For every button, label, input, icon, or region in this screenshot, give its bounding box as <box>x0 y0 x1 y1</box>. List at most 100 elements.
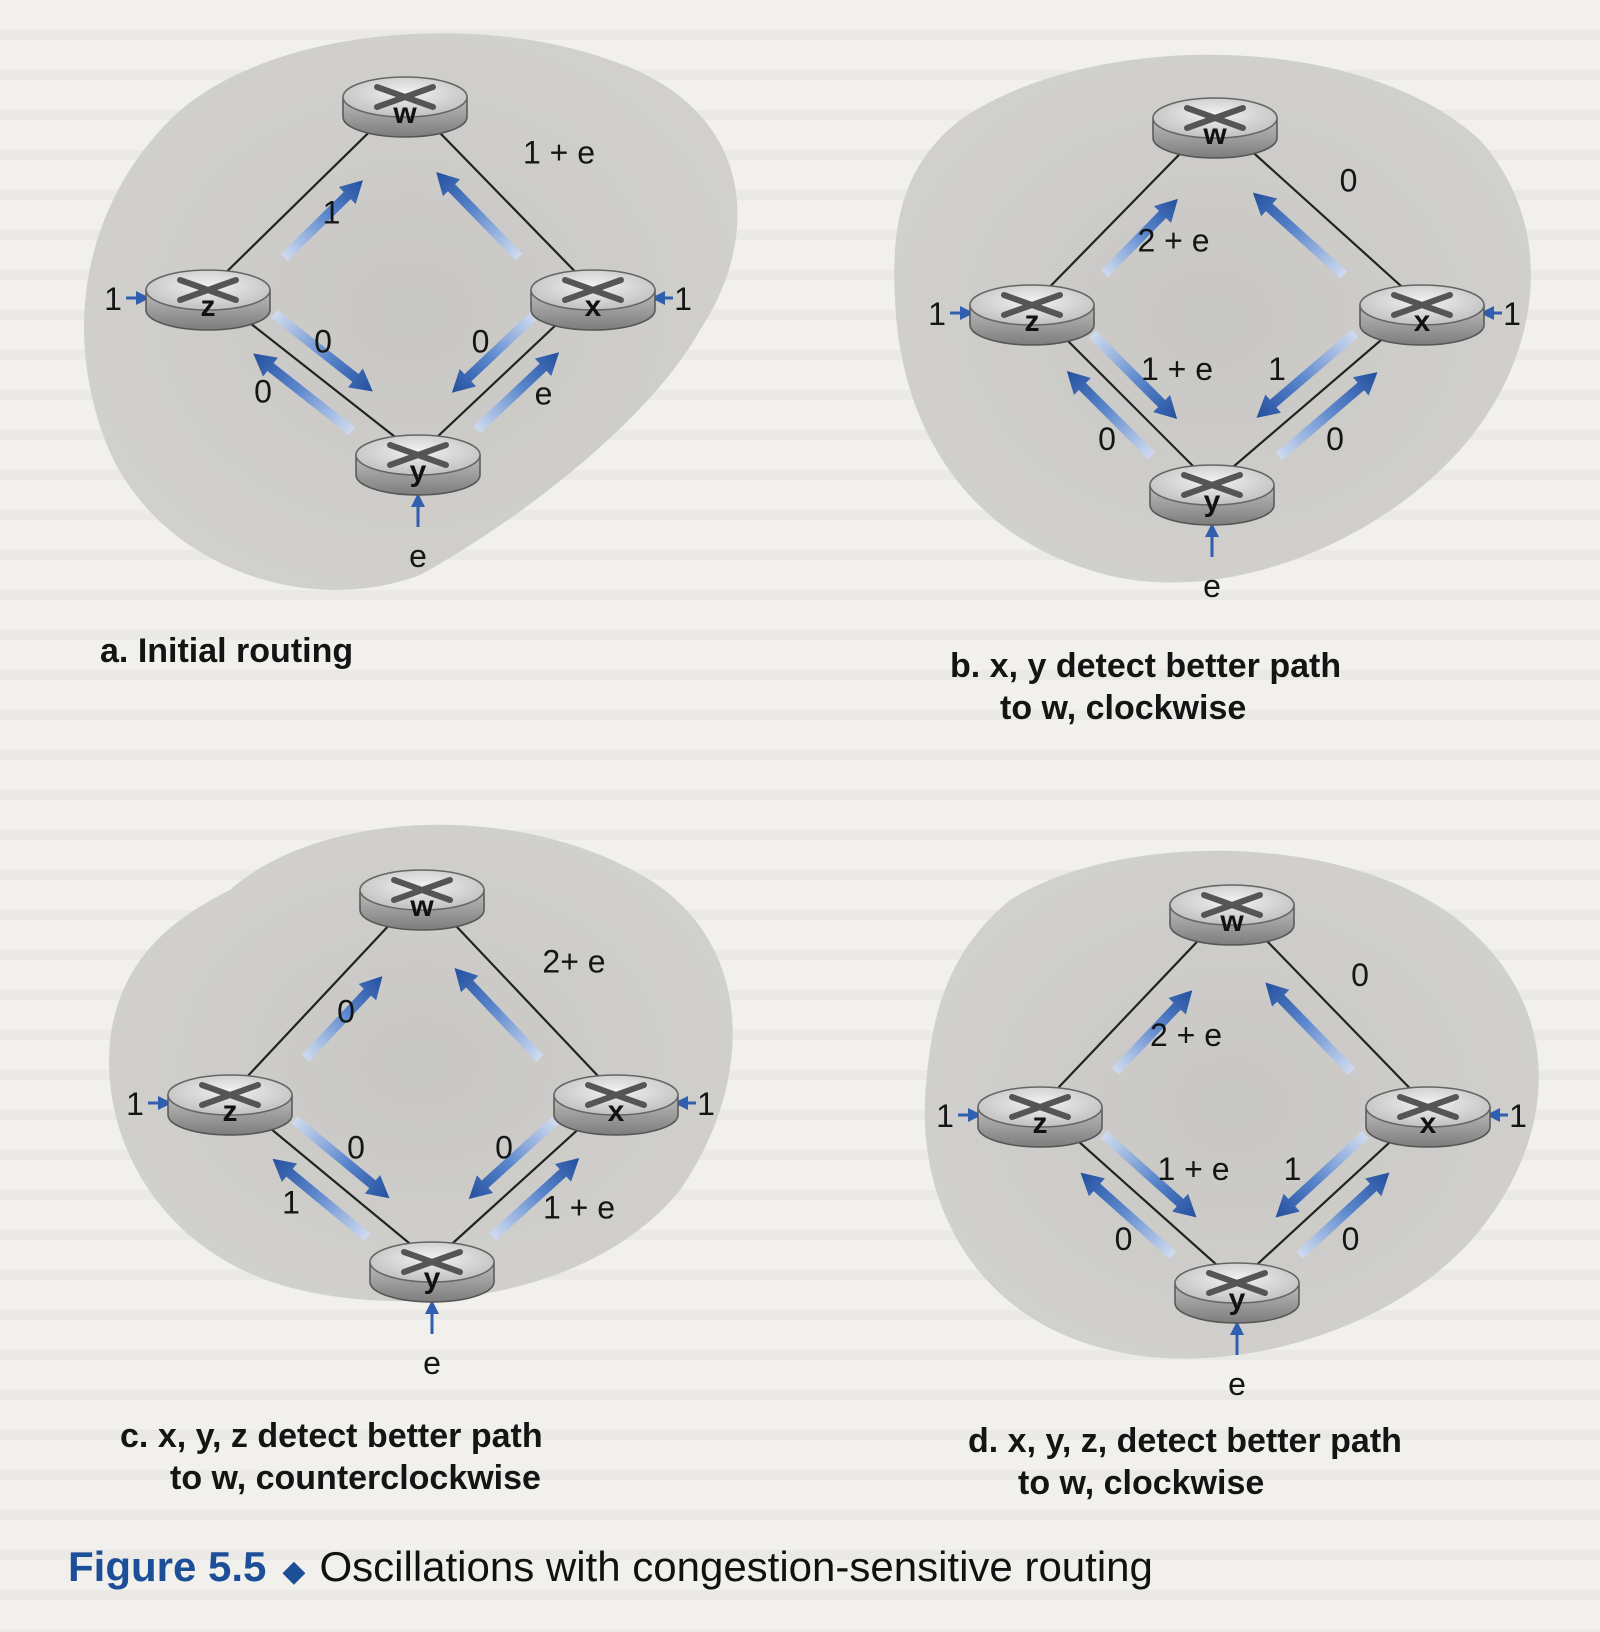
traffic-arrow <box>468 1116 559 1199</box>
input-label-z: 1 <box>928 296 946 332</box>
cost-label-x-y-down: 0 <box>472 324 490 360</box>
caption-d-prefix: d. <box>968 1422 999 1460</box>
traffic-arrow <box>454 968 544 1062</box>
router-name-y: y <box>1204 485 1221 518</box>
router-icon: x <box>1359 284 1485 346</box>
input-label-x: 1 <box>1503 296 1521 332</box>
input-arrow <box>950 306 974 320</box>
caption-panel-c: c. x, y, z detect better path to w, coun… <box>120 1415 543 1499</box>
router-name-z: z <box>1033 1107 1048 1140</box>
router-icon: w <box>1169 884 1295 946</box>
router-icon: w <box>1152 97 1278 159</box>
cost-label-z-y-down: 1 <box>282 1185 300 1221</box>
input-arrow <box>674 1096 696 1110</box>
caption-a-line1: Initial routing <box>137 632 354 670</box>
input-label-x: 1 <box>1509 1098 1527 1134</box>
cost-label-x-y-down: 1 <box>1284 1151 1302 1187</box>
traffic-arrow <box>1100 1130 1197 1218</box>
figure-caption: Figure 5.5◆Oscillations with congestion-… <box>68 1543 1153 1591</box>
cost-label-z-y-up: 1 + e <box>1157 1151 1229 1187</box>
cost-label-w-x: 2+ e <box>542 944 605 980</box>
router-icon: y <box>355 434 481 496</box>
router-icon: y <box>1174 1262 1300 1324</box>
network-cloud <box>109 824 733 1302</box>
input-label-y: e <box>409 538 427 574</box>
router-icon: z <box>145 269 271 331</box>
input-label-y: e <box>1203 568 1221 604</box>
input-label-y: e <box>423 1345 441 1381</box>
input-label-y: e <box>1228 1366 1246 1402</box>
input-arrow <box>1486 1108 1508 1122</box>
router-name-w: w <box>392 97 417 130</box>
caption-b-line2: to w, clockwise <box>1000 689 1247 727</box>
router-name-x: x <box>585 290 602 323</box>
input-label-x: 1 <box>674 281 692 317</box>
caption-b-line1: x, y detect better path <box>989 647 1342 685</box>
caption-a-prefix: a. <box>100 632 129 670</box>
router-icon: y <box>369 1241 495 1303</box>
network-cloud <box>894 54 1531 583</box>
figure-title: Oscillations with congestion-sensitive r… <box>319 1543 1153 1590</box>
input-arrow <box>126 291 150 305</box>
cost-label-z-y-down: 0 <box>1115 1221 1133 1257</box>
cost-label-w-x: 1 + e <box>523 135 595 171</box>
cost-label-x-y-down: 1 <box>1268 351 1286 387</box>
input-arrow <box>1205 523 1219 557</box>
traffic-arrow <box>451 311 538 393</box>
cost-label-z-w: 1 <box>323 195 341 231</box>
traffic-arrow <box>473 352 560 434</box>
traffic-arrow <box>1066 370 1155 460</box>
traffic-arrow <box>291 1115 390 1199</box>
caption-c-line1: x, y, z detect better path <box>157 1417 543 1455</box>
caption-c-prefix: c. <box>120 1417 149 1455</box>
caption-c-line2: to w, counterclockwise <box>170 1459 541 1497</box>
input-arrow <box>958 1108 982 1122</box>
caption-panel-a: a. Initial routing <box>100 630 353 672</box>
caption-b-prefix: b. <box>950 647 981 685</box>
traffic-arrow <box>436 171 523 261</box>
traffic-arrow <box>1080 1172 1177 1260</box>
figure-number: Figure 5.5 <box>68 1543 267 1590</box>
router-name-w: w <box>409 890 434 923</box>
input-label-z: 1 <box>126 1086 144 1122</box>
cost-label-z-y-down: 0 <box>254 374 272 410</box>
input-label-z: 1 <box>936 1098 954 1134</box>
traffic-arrow <box>302 976 383 1062</box>
router-icon: x <box>530 269 656 331</box>
router-icon: z <box>977 1086 1103 1148</box>
router-name-z: z <box>223 1095 238 1128</box>
input-arrow <box>651 291 673 305</box>
input-arrow <box>1480 306 1502 320</box>
network-cloud <box>84 33 738 590</box>
traffic-arrow <box>1296 1172 1390 1259</box>
traffic-arrow <box>280 180 363 261</box>
traffic-arrow <box>489 1158 580 1241</box>
cost-label-z-y-up: 0 <box>347 1130 365 1166</box>
input-arrow <box>425 1300 439 1334</box>
router-name-z: z <box>201 290 216 323</box>
router-name-y: y <box>1229 1283 1246 1316</box>
router-name-x: x <box>1414 305 1431 338</box>
input-arrow <box>148 1096 172 1110</box>
caption-panel-d: d. x, y, z, detect better path to w, clo… <box>968 1420 1402 1504</box>
router-name-x: x <box>608 1095 625 1128</box>
cost-label-z-w: 2 + e <box>1137 223 1209 259</box>
caption-d-line1: x, y, z, detect better path <box>1007 1422 1402 1460</box>
router-name-x: x <box>1420 1107 1437 1140</box>
router-name-z: z <box>1025 305 1040 338</box>
cost-label-z-w: 2 + e <box>1150 1017 1222 1053</box>
router-icon: x <box>1365 1086 1491 1148</box>
cost-label-x-y-up: 1 + e <box>543 1190 615 1226</box>
traffic-arrow <box>271 310 373 392</box>
router-icon: x <box>553 1074 679 1136</box>
traffic-arrow <box>1101 198 1178 278</box>
router-icon: w <box>359 869 485 931</box>
traffic-arrow <box>272 1158 371 1242</box>
cost-label-w-x: 0 <box>1340 163 1358 199</box>
traffic-arrow <box>1275 1131 1369 1218</box>
